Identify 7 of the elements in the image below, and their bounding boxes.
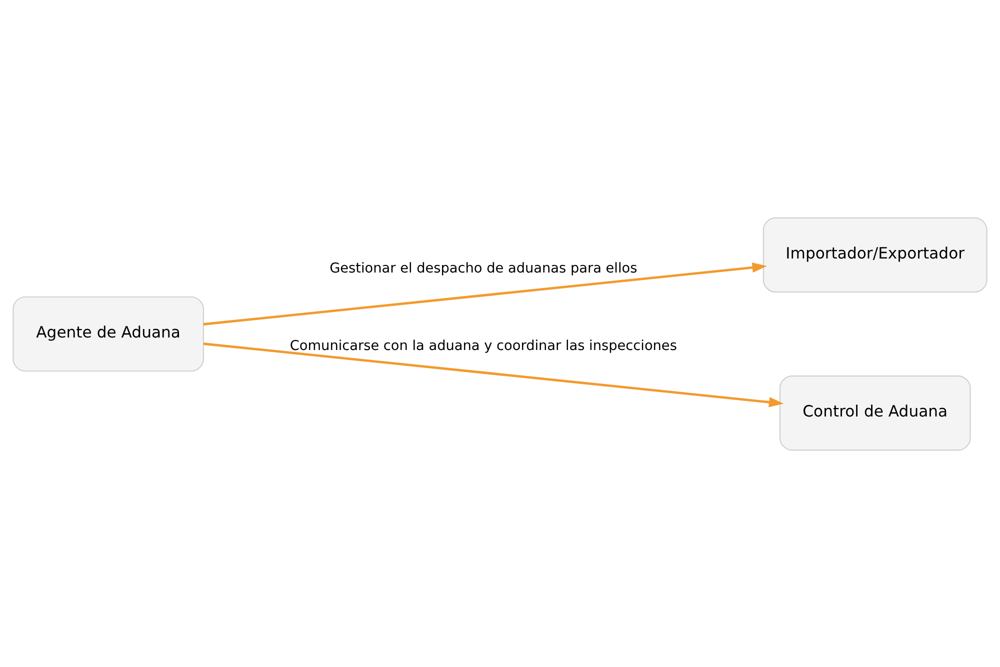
edge-label: Comunicarse con la aduana y coordinar las inspecciones	[290, 337, 677, 354]
arrow	[203, 342, 784, 407]
edge-label: Gestionar el despacho de aduanas para ellos	[330, 260, 638, 276]
node-box: Agente de Aduana	[12, 296, 204, 372]
node-box: Control de Aduana	[780, 374, 971, 450]
node-box: Importador/Exportador	[762, 216, 988, 292]
arrow	[203, 262, 767, 325]
